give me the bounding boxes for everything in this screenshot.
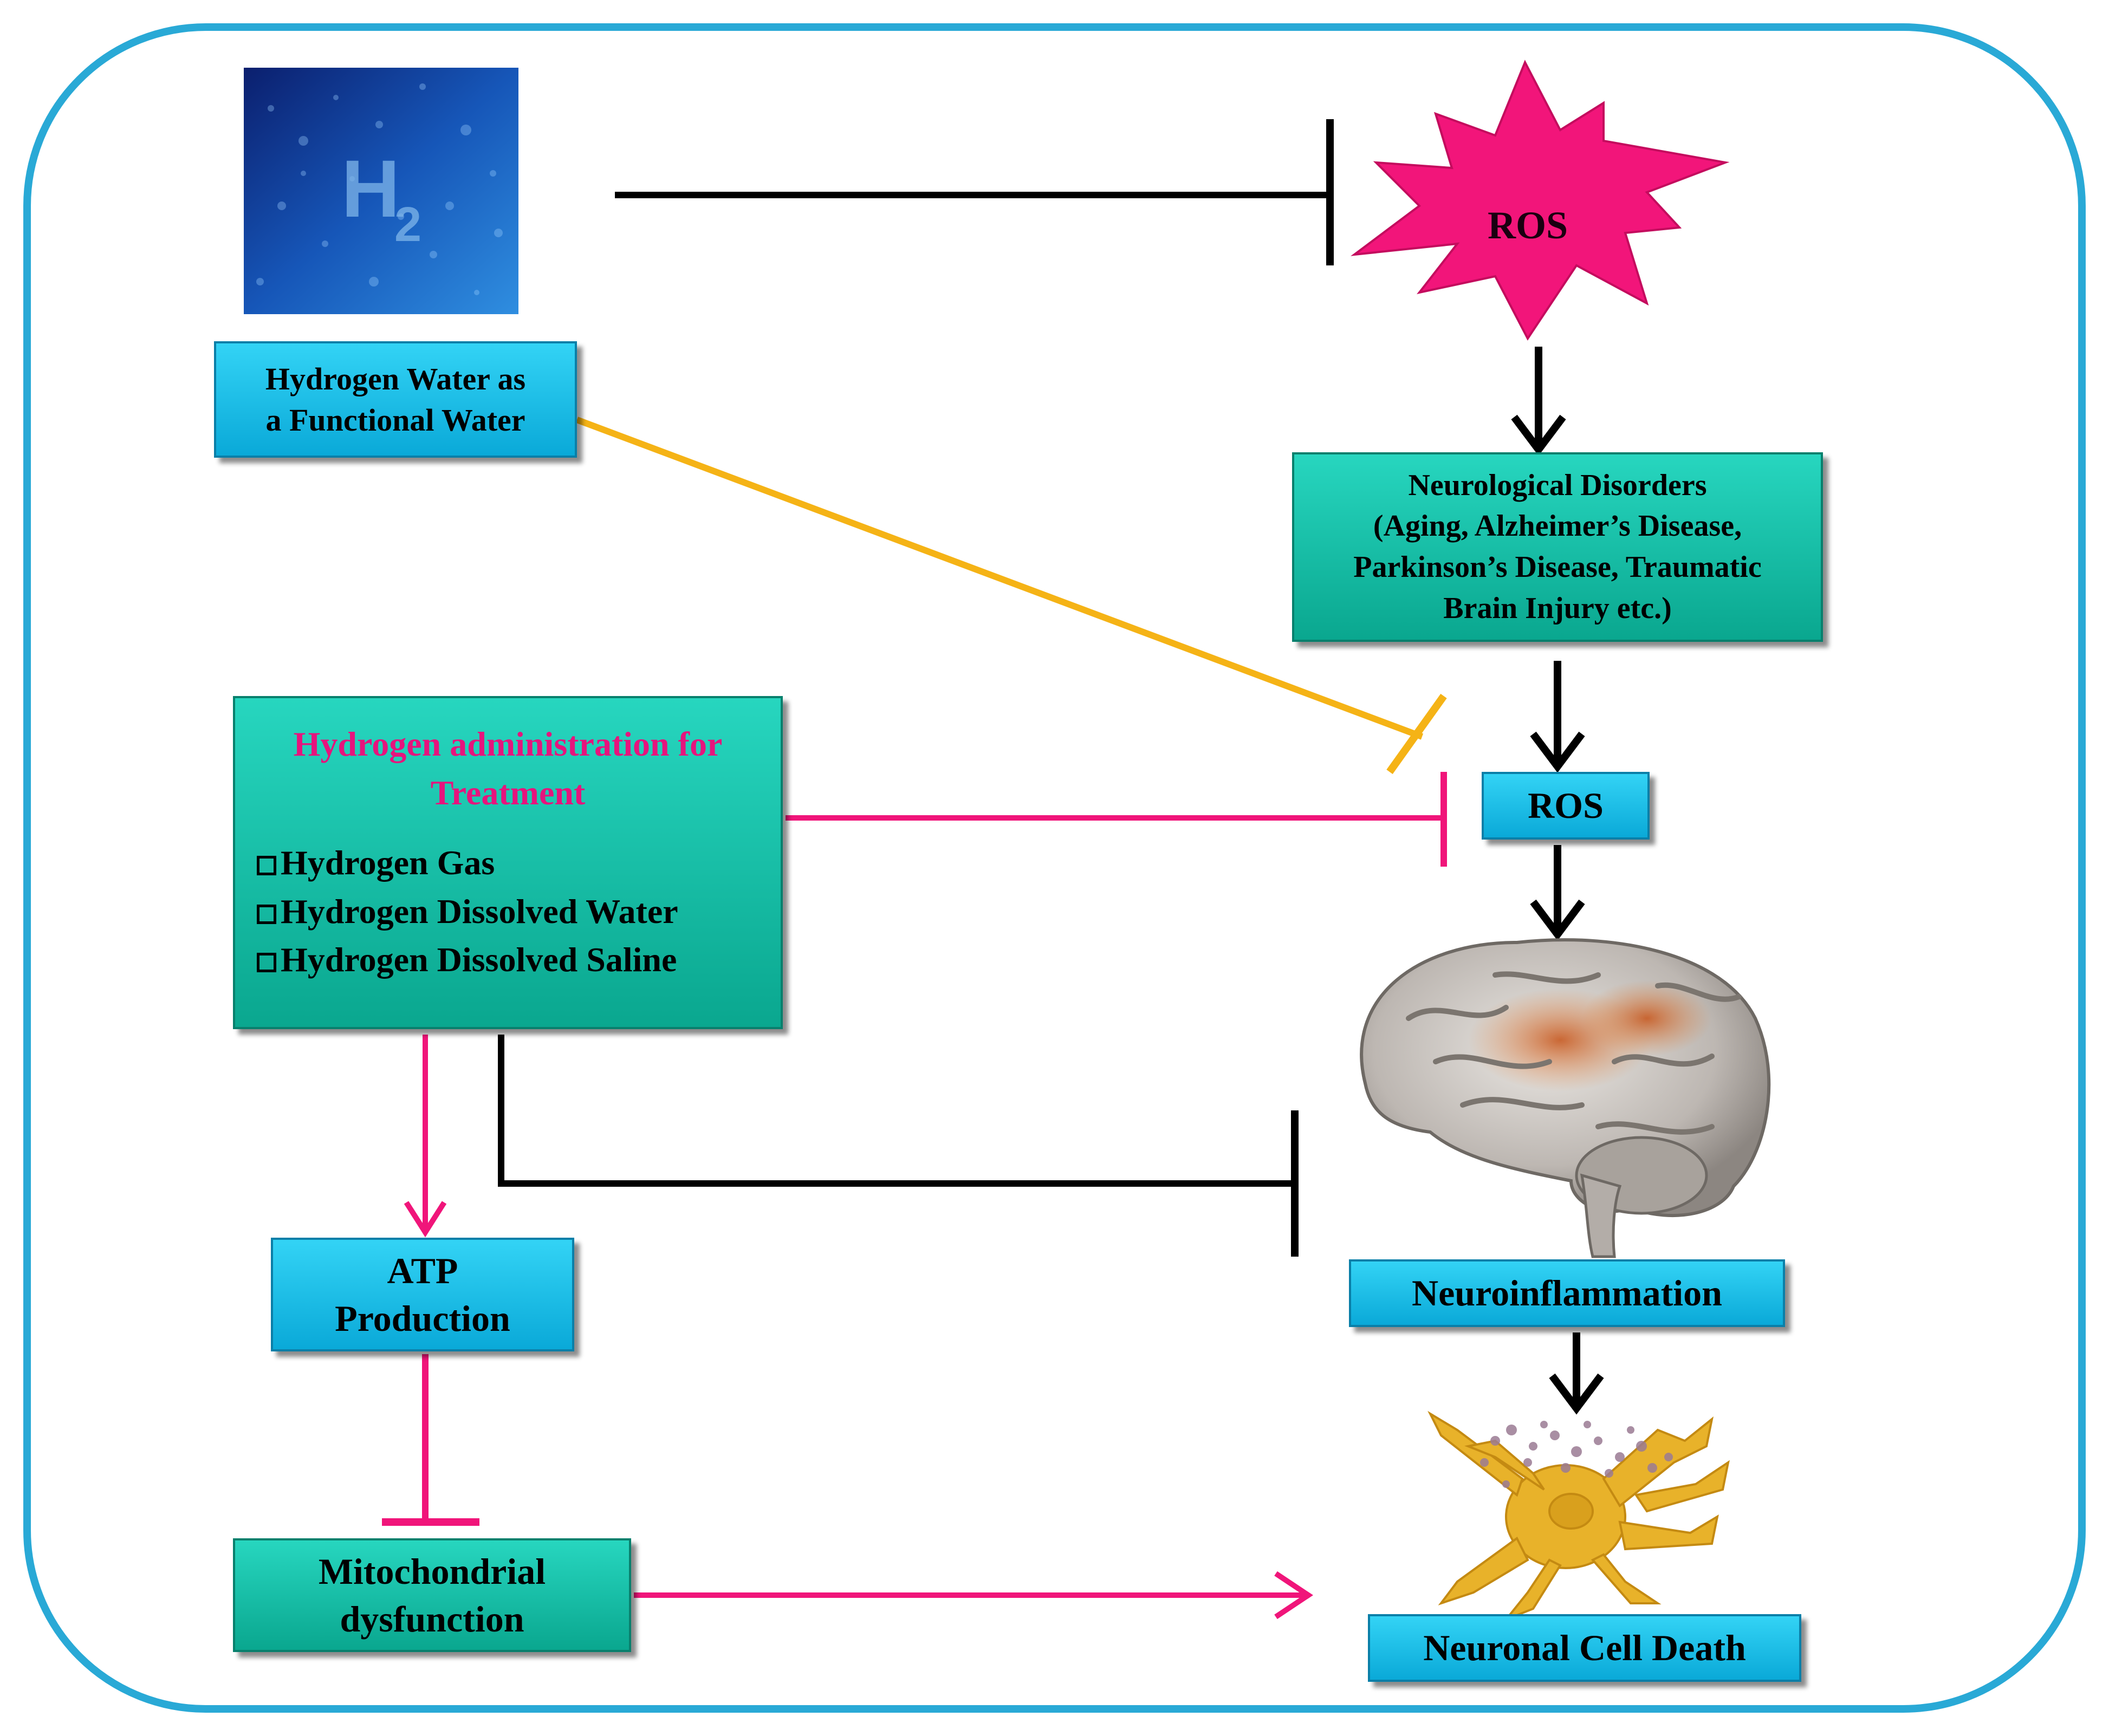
neuron-illustration [1427,1410,1730,1622]
brain-illustration [1360,938,1771,1258]
ros-box-label: ROS [1528,785,1604,827]
treatment-item: Hydrogen Gas [257,838,781,887]
mito-line-1: Mitochondrial [318,1550,546,1592]
disorders-line-3: Parkinson’s Disease, Traumatic [1353,550,1762,584]
mito-line-2: dysfunction [340,1598,524,1640]
hydrogen-water-line-1: Hydrogen Water as [265,361,526,397]
inhibit-water-ros-line [575,417,1424,740]
treatment-title: Hydrogen administration for Treatment [294,720,723,817]
hydrogen-water-box: Hydrogen Water as a Functional Water [214,341,577,458]
treatment-title-line-2: Treatment [430,773,586,812]
ros-star [1351,60,1730,341]
checkbox-bullet-icon [257,953,276,973]
svg-text:2: 2 [394,198,421,252]
cell-death-label: Neuronal Cell Death [1423,1627,1746,1669]
inhibit-water-ros-bar [1386,693,1447,775]
neuronal-cell-death-box: Neuronal Cell Death [1368,1614,1801,1682]
disorders-line-2: (Aging, Alzheimer’s Disease, [1373,509,1742,543]
checkbox-bullet-icon [257,856,276,876]
disorders-line-4: Brain Injury etc.) [1443,591,1672,625]
disorders-line-1: Neurological Disorders [1408,468,1707,502]
ros-star-label: ROS [1487,204,1568,247]
h2-water-image: H 2 [244,68,518,314]
h2-label: H [341,143,400,234]
neuron-debris [1480,1421,1673,1488]
treatment-title-line-1: Hydrogen administration for [293,725,723,763]
treatment-item: Hydrogen Dissolved Saline [257,935,781,984]
neuroinflammation-box: Neuroinflammation [1349,1259,1785,1327]
neurological-disorders-box: Neurological Disorders (Aging, Alzheimer… [1292,452,1823,642]
hydrogen-water-line-2: a Functional Water [265,402,525,438]
inhibit-treatment-inflammation-line [498,1035,1292,1187]
treatment-box: Hydrogen administration for Treatment Hy… [233,696,783,1029]
atp-line-1: ATP [387,1250,458,1291]
ros-box: ROS [1482,772,1650,840]
treatment-item: Hydrogen Dissolved Water [257,887,781,936]
mitochondrial-dysfunction-box: Mitochondrial dysfunction [233,1538,631,1652]
treatment-list: Hydrogen Gas Hydrogen Dissolved Water Hy… [235,838,781,984]
neuroinflammation-label: Neuroinflammation [1412,1272,1722,1314]
checkbox-bullet-icon [257,904,276,924]
atp-line-2: Production [335,1298,510,1339]
atp-production-box: ATP Production [271,1238,574,1351]
